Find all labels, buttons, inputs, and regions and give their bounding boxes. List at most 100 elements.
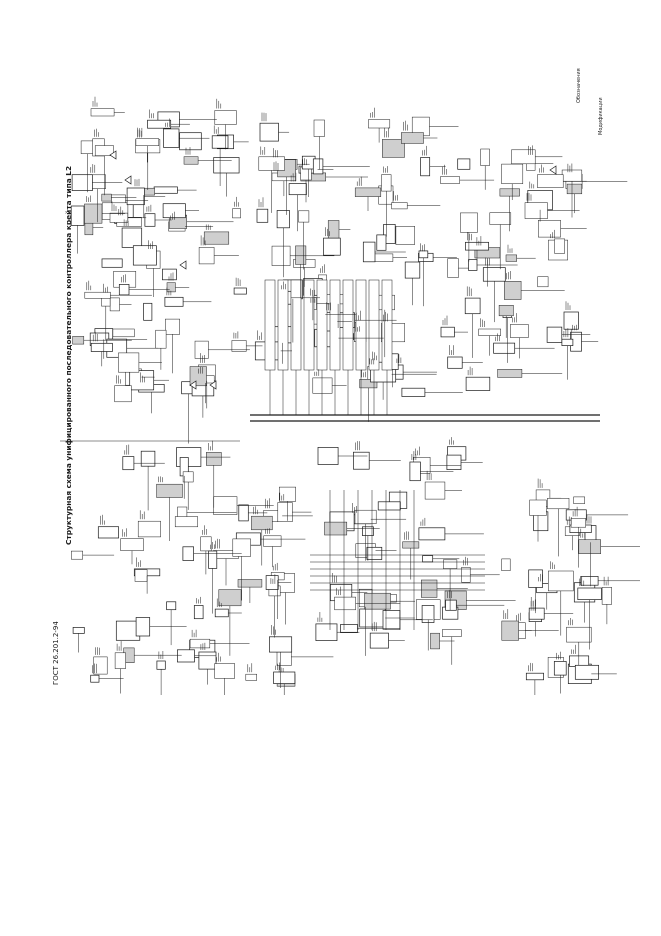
logic-block bbox=[368, 119, 391, 129]
logic-block bbox=[182, 471, 194, 483]
logic-block bbox=[137, 520, 161, 538]
logic-block bbox=[529, 499, 547, 516]
logic-block bbox=[382, 610, 401, 630]
logic-block bbox=[547, 498, 570, 510]
logic-block bbox=[237, 579, 263, 588]
logic-block bbox=[501, 620, 519, 641]
logic-block bbox=[420, 157, 431, 177]
logic-block bbox=[211, 135, 229, 149]
logic-block bbox=[402, 541, 420, 549]
logic-block bbox=[498, 305, 514, 317]
logic-block bbox=[162, 268, 177, 281]
logic-block bbox=[163, 128, 180, 148]
logic-block bbox=[446, 454, 462, 470]
logic-block bbox=[256, 208, 269, 223]
amplifier-symbol bbox=[549, 165, 557, 175]
logic-block bbox=[548, 570, 574, 592]
register-cell bbox=[355, 279, 367, 371]
logic-block bbox=[120, 538, 144, 551]
logic-block bbox=[166, 282, 176, 293]
logic-block bbox=[353, 451, 370, 470]
logic-block bbox=[528, 607, 545, 620]
logic-block bbox=[135, 138, 160, 146]
amplifier-symbol bbox=[189, 380, 197, 390]
logic-block bbox=[80, 140, 94, 154]
logic-block bbox=[418, 250, 429, 259]
logic-block bbox=[183, 156, 199, 165]
logic-block bbox=[460, 212, 478, 233]
logic-block bbox=[164, 296, 184, 307]
logic-block bbox=[71, 174, 93, 191]
logic-block bbox=[569, 655, 590, 667]
register-cell bbox=[381, 279, 393, 371]
logic-block bbox=[203, 231, 230, 245]
logic-block bbox=[354, 187, 382, 197]
logic-block bbox=[554, 238, 565, 254]
logic-block bbox=[295, 245, 307, 265]
logic-block bbox=[421, 579, 438, 598]
logic-block bbox=[193, 605, 204, 620]
logic-block bbox=[194, 340, 209, 359]
legend-modifications: Модификации bbox=[598, 97, 604, 135]
logic-block bbox=[109, 297, 120, 312]
register-cell bbox=[264, 279, 276, 371]
logic-block bbox=[404, 261, 421, 279]
schema-wires bbox=[60, 96, 640, 695]
logic-block bbox=[177, 506, 188, 519]
logic-block bbox=[182, 546, 194, 561]
logic-block bbox=[327, 220, 340, 239]
logic-block bbox=[312, 158, 324, 175]
logic-block bbox=[382, 139, 405, 158]
logic-block bbox=[447, 356, 463, 369]
register-cell bbox=[277, 279, 289, 371]
logic-block bbox=[218, 589, 242, 607]
logic-block bbox=[447, 258, 459, 278]
logic-block bbox=[468, 259, 478, 271]
logic-block bbox=[129, 370, 155, 391]
logic-block bbox=[563, 311, 579, 330]
logic-block bbox=[72, 627, 85, 634]
logic-block bbox=[179, 132, 202, 151]
logic-block bbox=[366, 546, 383, 560]
logic-block bbox=[90, 108, 115, 117]
logic-block bbox=[144, 213, 156, 227]
logic-block bbox=[134, 569, 148, 582]
logic-block bbox=[101, 258, 123, 268]
logic-block bbox=[70, 205, 85, 226]
logic-block bbox=[381, 174, 392, 192]
logic-block bbox=[465, 376, 491, 391]
logic-block bbox=[156, 483, 183, 498]
logic-block bbox=[288, 183, 307, 196]
logic-block bbox=[524, 202, 548, 219]
logic-block bbox=[334, 596, 356, 611]
logic-block bbox=[312, 377, 333, 394]
logic-block bbox=[497, 369, 523, 378]
logic-block bbox=[461, 567, 471, 583]
logic-block bbox=[323, 237, 341, 256]
logic-block bbox=[566, 626, 592, 643]
logic-block bbox=[214, 663, 235, 679]
logic-block bbox=[442, 629, 462, 637]
logic-block bbox=[499, 188, 520, 197]
register-cell bbox=[290, 279, 302, 371]
logic-block bbox=[537, 276, 549, 288]
amplifier-symbol bbox=[209, 380, 217, 390]
logic-block bbox=[391, 202, 408, 210]
logic-block bbox=[504, 281, 522, 300]
logic-block bbox=[245, 673, 257, 681]
logic-block bbox=[263, 535, 282, 547]
logic-block bbox=[383, 224, 396, 244]
logic-block bbox=[214, 608, 229, 618]
logic-block bbox=[422, 555, 434, 563]
logic-block bbox=[525, 672, 544, 681]
logic-block bbox=[430, 632, 440, 650]
logic-block bbox=[395, 226, 415, 245]
logic-block bbox=[259, 122, 279, 142]
logic-block bbox=[118, 284, 130, 296]
logic-block bbox=[561, 338, 574, 346]
logic-block bbox=[213, 496, 238, 515]
amplifier-symbol bbox=[124, 175, 132, 185]
logic-block bbox=[265, 575, 279, 590]
logic-block bbox=[233, 287, 247, 295]
logic-block bbox=[401, 387, 426, 397]
